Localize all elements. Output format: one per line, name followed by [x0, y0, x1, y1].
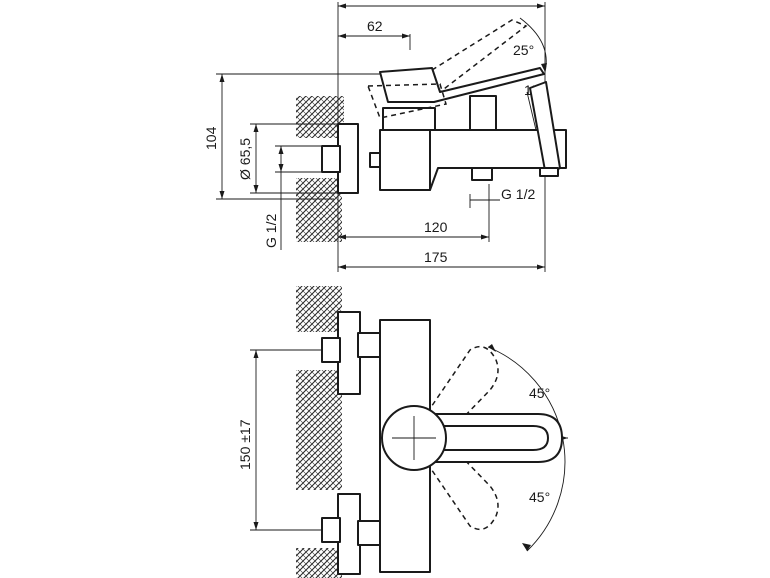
dim-outlet-thread: G 1/2	[501, 186, 535, 202]
connector-top-lower	[357, 520, 381, 546]
lever-handle-side	[379, 67, 545, 103]
connector-side	[369, 152, 381, 168]
dim-inlet-thread: G 1/2	[263, 214, 279, 248]
lever-handle-open-outline	[366, 83, 447, 119]
wall-section-top-3	[296, 548, 342, 578]
dim-lever-tilt-angle: 25°	[513, 42, 534, 58]
side-view: 62 25° 15° 104 Ø 65,5 G 1/2 G 1/2 120	[203, 2, 567, 272]
dim-lever-swing-upper: 45°	[529, 385, 550, 401]
diverter-knob-side	[469, 95, 497, 131]
top-view: 150 ±17 45° 45°	[237, 286, 568, 578]
lever-position-upper	[411, 345, 499, 454]
faucet-body-side	[379, 129, 567, 191]
dim-spout-projection: 120	[424, 219, 448, 235]
eccentric-nut-side	[321, 145, 341, 173]
eccentric-nut-top-upper	[321, 337, 341, 363]
cartridge-cap-side	[382, 107, 436, 131]
dim-lever-offset: 62	[367, 18, 383, 34]
spout-side	[529, 81, 561, 177]
wall-section-top-2	[296, 370, 342, 490]
eccentric-nut-top-lower	[321, 517, 341, 543]
aerator-side	[539, 167, 559, 177]
dim-inlet-spacing: 150 ±17	[237, 419, 253, 470]
lever-position-lower	[411, 422, 499, 531]
outlet-connector-side	[471, 167, 493, 181]
dim-height: 104	[203, 126, 219, 150]
dim-lever-swing-lower: 45°	[529, 489, 550, 505]
wall-section-lower	[296, 178, 342, 242]
wall-section-top-1	[296, 286, 342, 332]
escutcheon-top-upper	[337, 311, 361, 395]
escutcheon-top-lower	[337, 493, 361, 575]
dim-eccentric-diameter: Ø 65,5	[237, 138, 253, 180]
connector-top-upper	[357, 332, 381, 358]
dim-overall-depth: 175	[424, 249, 448, 265]
wall-section-upper	[296, 96, 344, 138]
